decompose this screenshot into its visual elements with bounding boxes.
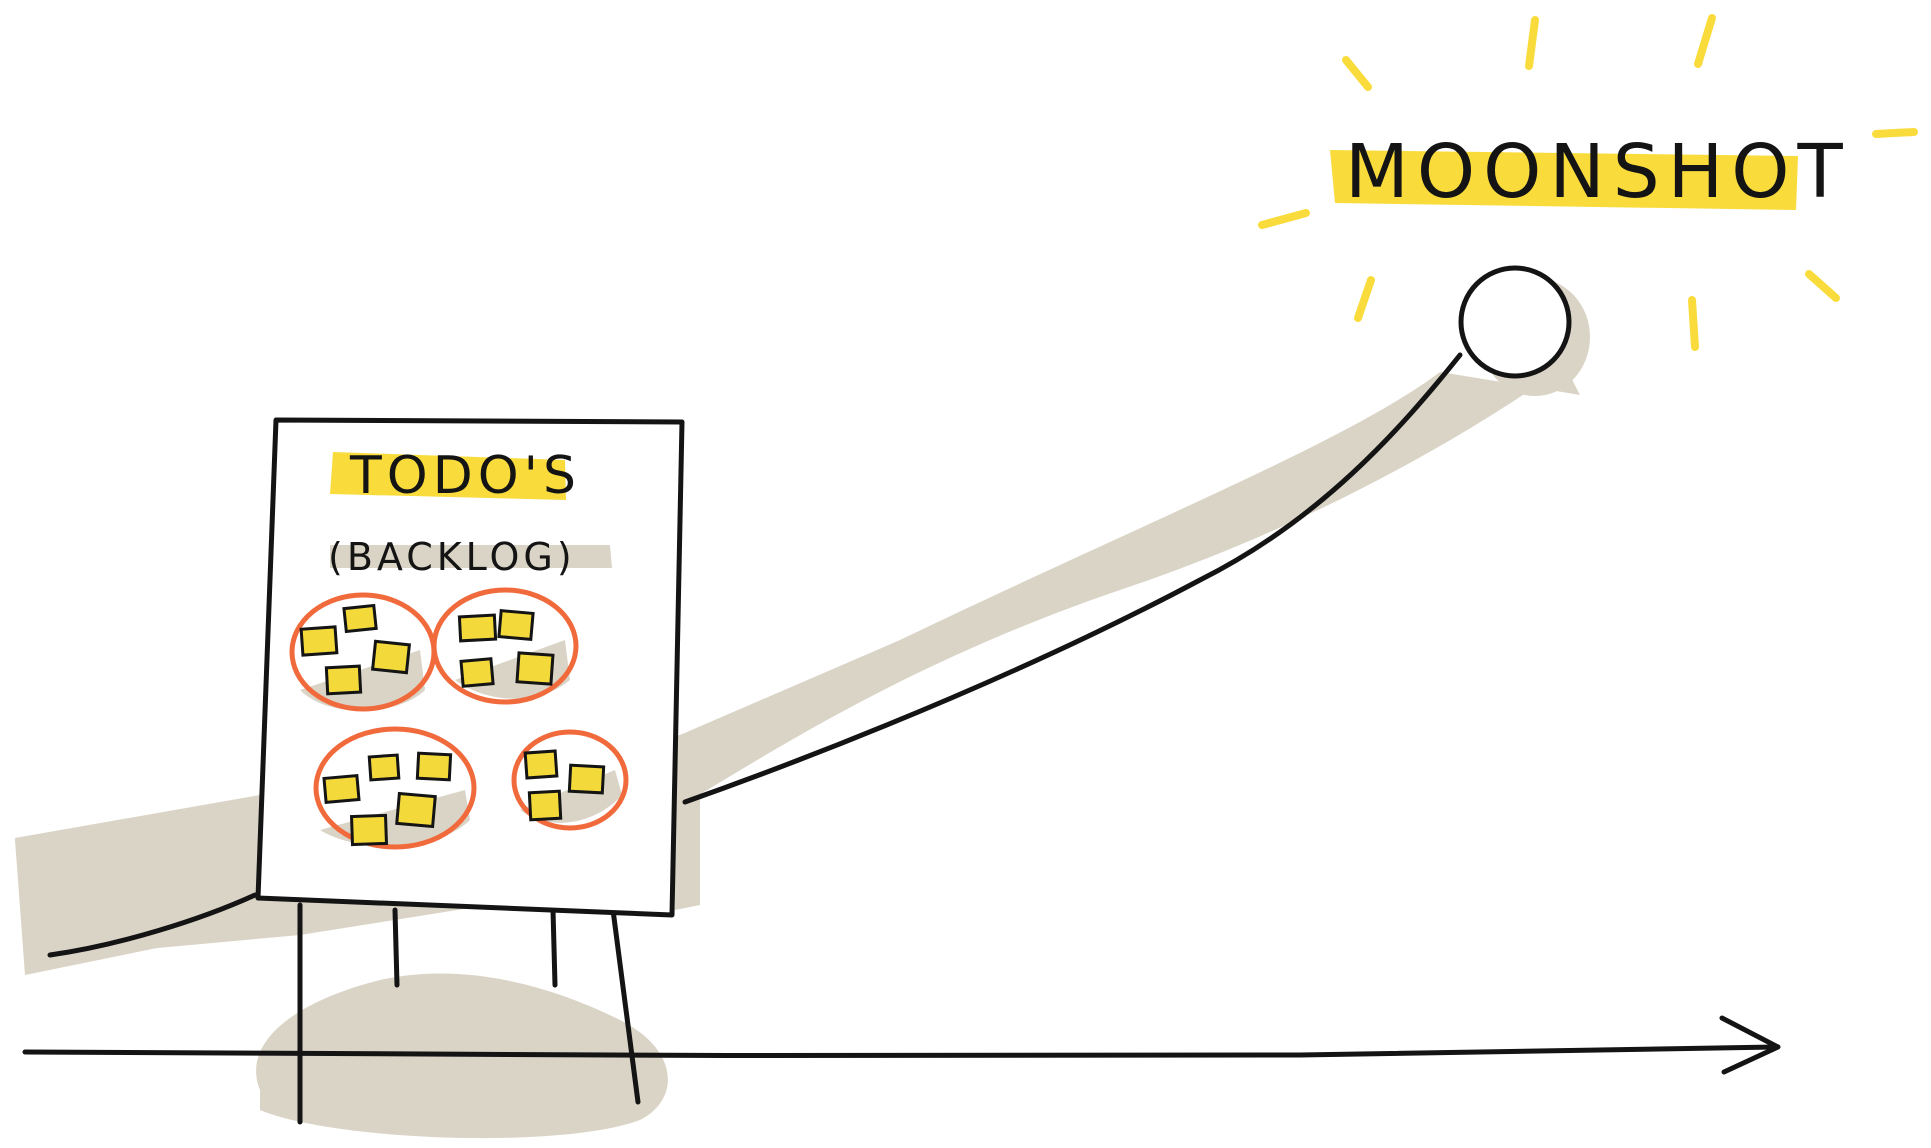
sticky-note bbox=[369, 755, 399, 780]
burst-ray bbox=[1692, 300, 1695, 347]
burst-ray bbox=[1698, 18, 1712, 64]
burst-ray bbox=[1809, 274, 1836, 298]
shadow-layer bbox=[15, 278, 1590, 1138]
burst-ray bbox=[1346, 60, 1368, 87]
board-title: TODO'S bbox=[349, 446, 581, 506]
sticky-note bbox=[499, 611, 533, 640]
moonshot-label: MOONSHOT bbox=[1345, 129, 1851, 215]
sticky-note bbox=[517, 653, 553, 684]
moon bbox=[1461, 268, 1569, 376]
sticky-note bbox=[326, 666, 360, 694]
sticky-note bbox=[301, 627, 337, 655]
sticky-note bbox=[529, 791, 560, 820]
easel-leg-3 bbox=[553, 910, 555, 985]
burst-ray bbox=[1529, 20, 1535, 66]
sticky-note bbox=[373, 641, 410, 672]
easel-leg-2 bbox=[395, 910, 397, 985]
burst-ray bbox=[1876, 132, 1914, 134]
sticky-note bbox=[417, 753, 450, 780]
board-side-shadow bbox=[675, 735, 700, 910]
sticky-note bbox=[459, 615, 495, 641]
burst-ray bbox=[1262, 213, 1306, 225]
board-subtitle: (BACKLOG) bbox=[328, 535, 576, 579]
sticky-note bbox=[569, 765, 603, 793]
sticky-note bbox=[461, 659, 493, 687]
left-shadow bbox=[15, 800, 270, 975]
sticky-note bbox=[525, 751, 557, 778]
sticky-note bbox=[352, 815, 387, 844]
sticky-note bbox=[397, 793, 435, 826]
sticky-note bbox=[344, 605, 376, 631]
burst-ray bbox=[1358, 280, 1371, 318]
moon-icon bbox=[1461, 268, 1569, 376]
sticky-note bbox=[324, 776, 359, 803]
backlog-board: TODO'S (BACKLOG) bbox=[258, 420, 682, 915]
moonshot-label-group: MOONSHOT bbox=[1330, 129, 1851, 215]
